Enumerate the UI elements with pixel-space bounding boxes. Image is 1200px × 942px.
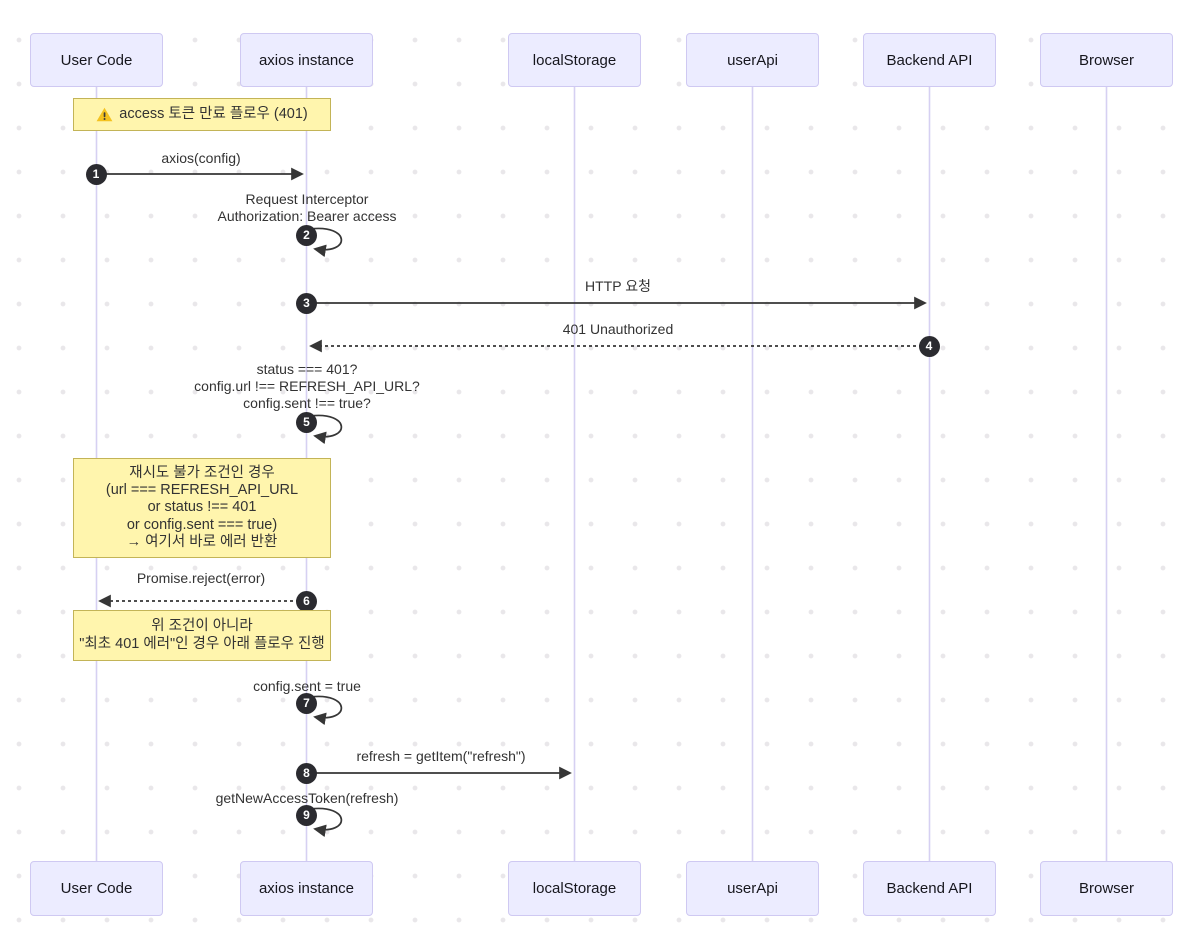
seq-badge-6: 6	[296, 590, 317, 612]
seq-badge-1: 1	[85, 163, 107, 185]
message-label-promise-reject: Promise.reject(error)	[136, 570, 266, 586]
message-label-http-request: HTTP 요청	[585, 278, 651, 294]
message-label-status-check-1: status === 401?	[256, 361, 358, 377]
warning-icon	[96, 107, 113, 122]
note-proceed-flow: 위 조건이 아니라 "최초 401 에러"인 경우 아래 플로우 진행	[73, 610, 331, 661]
participant-bottom-user-code: User Code	[30, 861, 163, 916]
message-label-request-interceptor: Request Interceptor	[245, 191, 369, 207]
arrow-self-get-new-access-token	[309, 807, 343, 838]
note-line: or status !== 401	[147, 499, 257, 516]
participant-label: userApi	[727, 880, 778, 897]
participant-label: axios instance	[258, 880, 355, 897]
seq-badge-3: 3	[296, 292, 317, 314]
participant-label: Browser	[1078, 51, 1134, 69]
message-label-get-refresh: refresh = getItem("refresh")	[356, 748, 526, 764]
seq-badge-4: 4	[918, 335, 940, 357]
participant-label: User Code	[60, 880, 133, 897]
message-label-config-sent: config.sent = true	[253, 678, 361, 694]
arrow-self-request-interceptor	[309, 227, 343, 258]
participant-bottom-browser: Browser	[1040, 861, 1173, 916]
participant-label: localStorage	[532, 880, 617, 897]
seq-badge-9: 9	[296, 804, 317, 826]
note-line: (url === REFRESH_API_URL	[105, 482, 299, 499]
participant-top-backend-api: Backend API	[863, 33, 996, 87]
participant-top-localstorage: localStorage	[508, 33, 641, 87]
note-retry-block: 재시도 불가 조건인 경우 (url === REFRESH_API_URL o…	[73, 458, 331, 558]
note-text: access 토큰 만료 플로우 (401)	[119, 105, 308, 122]
seq-badge-5: 5	[296, 411, 317, 433]
participant-top-browser: Browser	[1040, 33, 1173, 87]
note-line: 위 조건이 아니라	[151, 618, 253, 635]
message-label-401-unauthorized: 401 Unauthorized	[562, 321, 674, 337]
participant-top-userapi: userApi	[686, 33, 819, 87]
participant-label: Backend API	[886, 880, 973, 897]
participant-label: axios instance	[258, 51, 355, 69]
note-access-token-flow: access 토큰 만료 플로우 (401)	[73, 98, 331, 131]
message-label-status-check-3: config.sent !== true?	[243, 395, 371, 411]
arrow-self-status-check	[309, 414, 343, 445]
message-label-axios-config: axios(config)	[161, 150, 241, 166]
participant-label: Browser	[1078, 880, 1134, 897]
message-label-status-check-2: config.url !== REFRESH_API_URL?	[194, 378, 420, 394]
participant-bottom-userapi: userApi	[686, 861, 819, 916]
seq-badge-8: 8	[296, 762, 317, 784]
participant-top-user-code: User Code	[30, 33, 163, 87]
note-line: or config.sent === true)	[126, 516, 278, 533]
participant-label: localStorage	[532, 51, 617, 69]
message-label-authorization-bearer: Authorization: Bearer access	[217, 208, 397, 224]
participant-bottom-axios-instance: axios instance	[240, 861, 373, 916]
participant-bottom-backend-api: Backend API	[863, 861, 996, 916]
seq-badge-7: 7	[296, 692, 317, 714]
participant-label: User Code	[60, 51, 133, 69]
message-label-get-new-access-token: getNewAccessToken(refresh)	[215, 790, 399, 806]
participant-bottom-localstorage: localStorage	[508, 861, 641, 916]
arrow-self-config-sent	[309, 695, 343, 726]
note-line: 재시도 불가 조건인 경우	[129, 464, 275, 481]
participant-label: userApi	[727, 51, 778, 69]
note-line: "최초 401 에러"인 경우 아래 플로우 진행	[79, 635, 325, 652]
participant-top-axios-instance: axios instance	[240, 33, 373, 87]
participant-label: Backend API	[886, 51, 973, 69]
note-line: → 여기서 바로 에러 반환	[126, 533, 278, 550]
seq-badge-2: 2	[296, 224, 317, 246]
